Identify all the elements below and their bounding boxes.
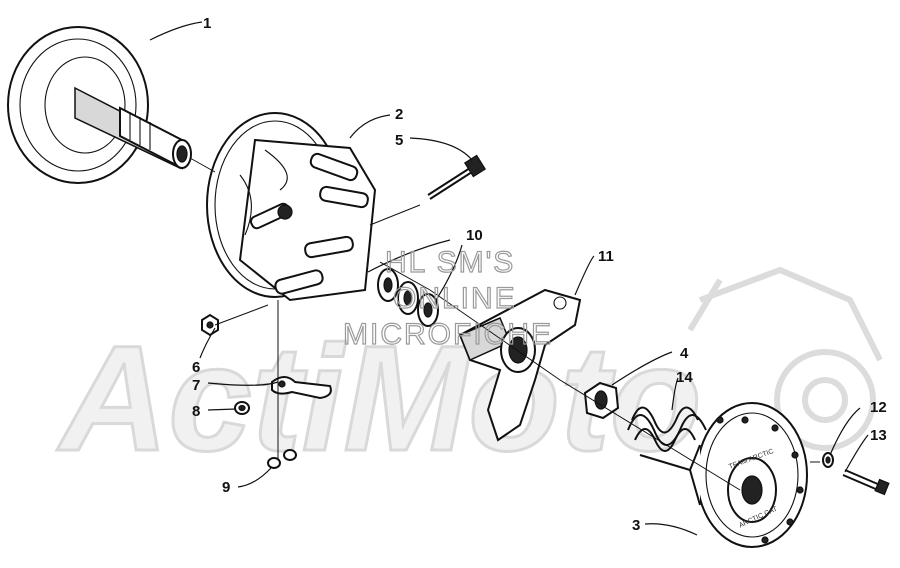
callout-labels: 1 2 3 4 5 6 7 8 9 10 11 12 13 14 — [192, 15, 887, 534]
watermark-line-2: ONLINE — [393, 282, 517, 315]
part-5-bolt — [427, 154, 487, 200]
watermark-line-1: HL SM'S — [385, 246, 515, 279]
part-10-rollers — [377, 268, 439, 327]
callout-leaders — [149, 21, 869, 536]
callout-9: 9 — [222, 479, 230, 496]
callout-12: 12 — [870, 399, 887, 416]
part-12-washer — [822, 452, 834, 468]
callout-10: 10 — [466, 227, 483, 244]
cover-bolt-holes — [716, 416, 804, 544]
part-3-cover: TEAM ARCTIC ARCTIC CAT — [688, 402, 808, 548]
watermark-line-3: MICROFICHE — [343, 318, 553, 351]
callout-6: 6 — [192, 359, 200, 376]
callout-11: 11 — [598, 248, 614, 265]
watermark-text: HL SM'S ONLINE MICROFICHE — [342, 245, 553, 351]
part-11-spider — [458, 288, 582, 442]
part-8-bushing — [234, 401, 250, 415]
callout-2: 2 — [395, 106, 403, 123]
callout-5: 5 — [395, 132, 403, 149]
callout-7: 7 — [192, 377, 200, 394]
part-13-bolt — [842, 469, 890, 496]
callout-8: 8 — [192, 403, 200, 420]
assembly-lines — [189, 157, 820, 491]
part-9-washers — [267, 449, 297, 469]
callout-3: 3 — [632, 517, 640, 534]
part-7-weight-arm — [271, 376, 332, 400]
callout-4: 4 — [680, 345, 689, 362]
part-1-fixed-sheave — [7, 26, 192, 184]
callout-14: 14 — [676, 369, 693, 386]
callout-13: 13 — [870, 427, 887, 444]
callout-1: 1 — [203, 15, 211, 32]
part-4-nut — [583, 381, 620, 420]
part-2-movable-sheave — [206, 112, 377, 302]
motorcycle-silhouette-icon — [687, 266, 883, 451]
